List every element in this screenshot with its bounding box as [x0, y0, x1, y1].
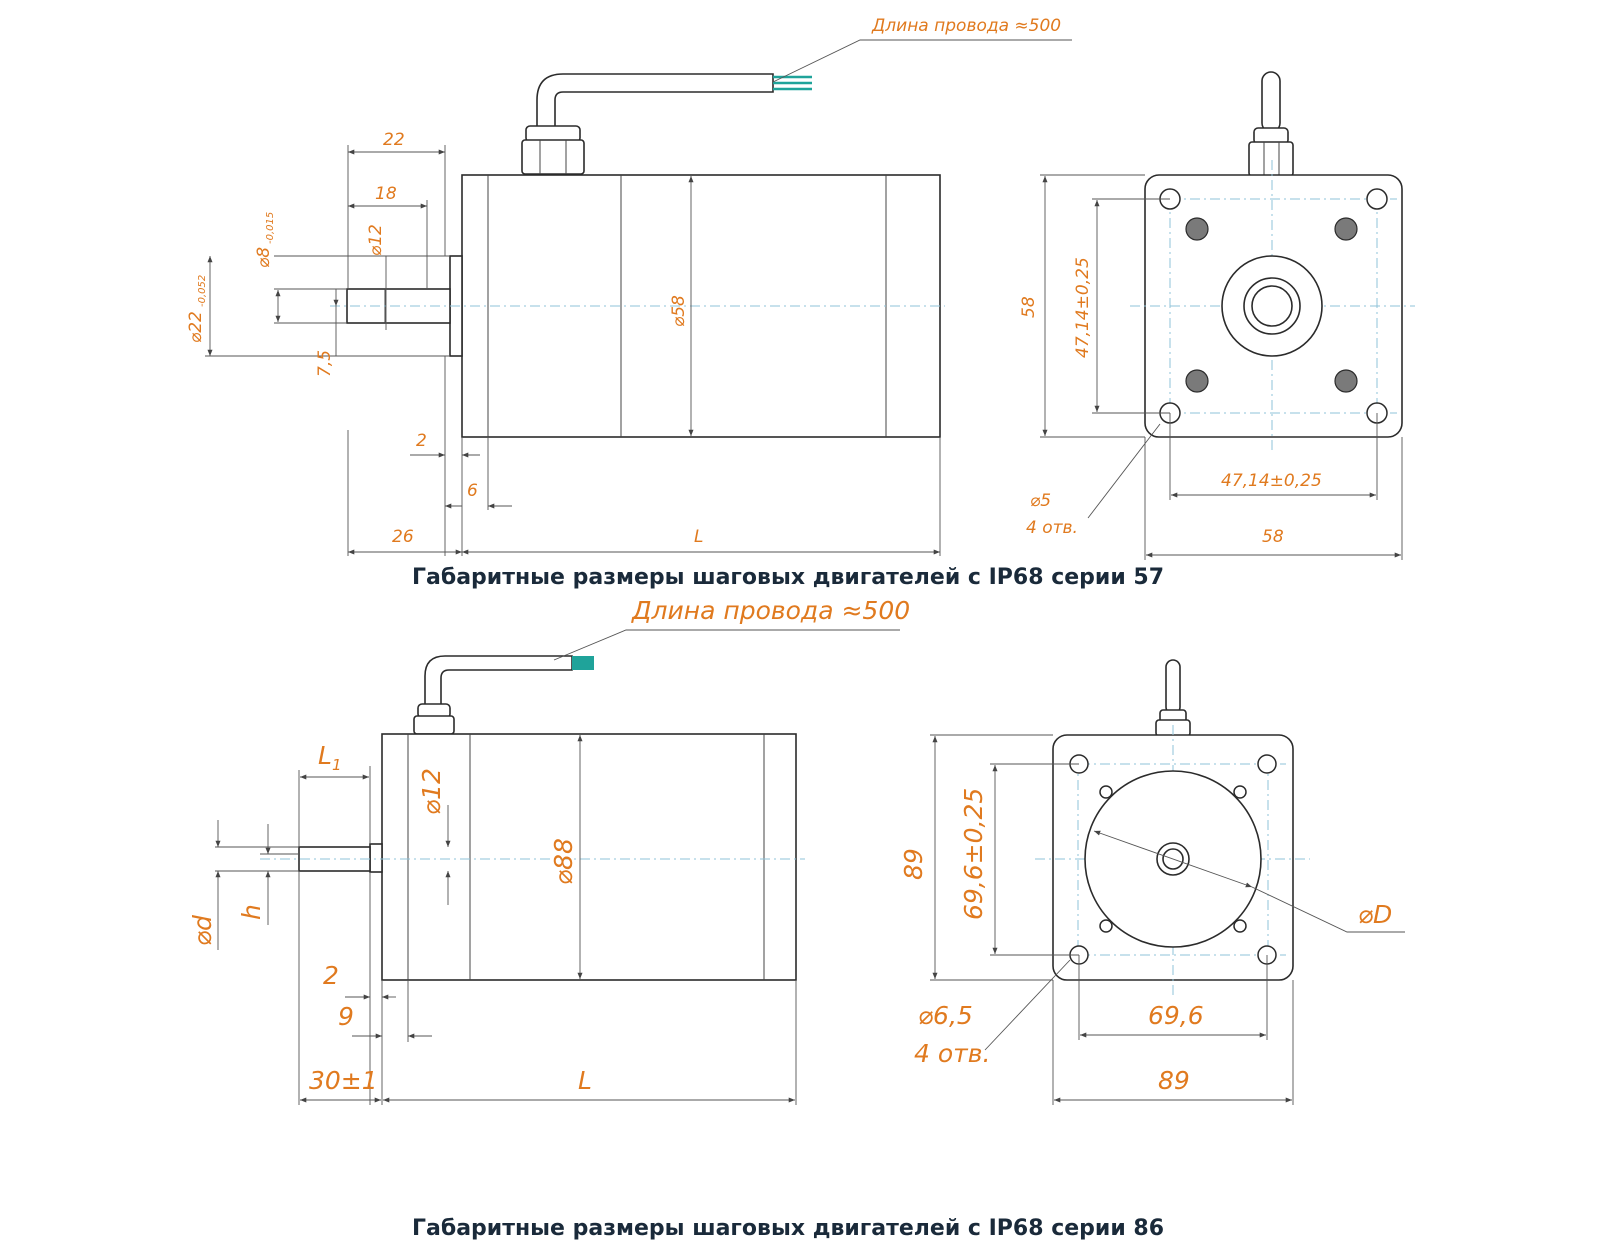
s57-dim-22: 22 [383, 130, 405, 150]
s86-dim-phi6-5: ⌀6,5 [918, 1001, 973, 1030]
s86-dim-L1: L1 [318, 741, 341, 774]
s57-holes-note: 4 отв. [1026, 518, 1078, 538]
s86-screw [1099, 919, 1113, 933]
s86-screw [1099, 785, 1113, 799]
s86-dim-89-side: 89 [899, 848, 928, 880]
s57-dim-phi8: ⌀8 [254, 247, 274, 268]
s86-dim-L: L [578, 1066, 592, 1095]
s86-dim-phi12: ⌀12 [417, 768, 446, 815]
s86-wire-length-label: Длина провода ≈500 [631, 596, 910, 625]
s57-mount-hole [1366, 188, 1388, 210]
series86-front-view [930, 659, 1405, 1105]
s57-wire-stub [1261, 71, 1281, 133]
s86-flange-boss [369, 843, 383, 873]
s57-dim-phi22-tol: -0,052 [197, 275, 208, 307]
s57-dim-phi12: ⌀12 [366, 224, 386, 256]
s86-dim-h: h [237, 904, 266, 920]
s57-screw-boss [1334, 217, 1358, 241]
s86-dim-phi-d: ⌀d [188, 915, 217, 946]
s86-dim-2: 2 [323, 961, 339, 990]
s57-dim-26: 26 [392, 527, 414, 547]
cable-gland-nut [521, 139, 585, 175]
s86-motor-body [381, 733, 797, 981]
s57-dim-phi58: ⌀58 [669, 295, 689, 327]
s86-wire-cable [424, 655, 573, 707]
s86-screw [1233, 785, 1247, 799]
series57-side-view [205, 39, 1072, 556]
s86-dim-phiD: ⌀D [1358, 900, 1392, 929]
caption-series-57: Габаритные размеры шаговых двигателей с … [412, 565, 1164, 590]
s57-screw-boss [1185, 369, 1209, 393]
s86-dim-30: 30±1 [309, 1066, 378, 1095]
s57-screw-boss [1334, 369, 1358, 393]
s86-wire-tip [572, 656, 594, 670]
s57-dim-L: L [694, 527, 703, 547]
s86-mount-hole [1257, 754, 1277, 774]
caption-series-86: Габаритные размеры шаговых двигателей с … [412, 1216, 1164, 1241]
s86-dim-89-bottom: 89 [1158, 1066, 1190, 1095]
s86-wire-stub [1165, 659, 1181, 715]
s57-dim-18: 18 [375, 184, 397, 204]
s57-shaft-end [1251, 285, 1293, 327]
s57-dim-58-bottom: 58 [1262, 527, 1284, 547]
s86-holes-note: 4 отв. [914, 1039, 990, 1068]
wire-tip [773, 75, 812, 91]
wire-cable [536, 73, 774, 129]
s86-screw [1233, 919, 1247, 933]
s57-dim-47-horizontal: 47,14±0,25 [1221, 471, 1322, 491]
s57-dim-47-vertical: 47,14±0,25 [1073, 257, 1093, 358]
s57-dim-2: 2 [416, 431, 427, 451]
series57-front-view [1040, 71, 1415, 560]
s57-dim-phi5: ⌀5 [1030, 491, 1051, 511]
s57-dim-phi8-tol: -0,015 [265, 212, 276, 244]
s57-wire-length-label: Длина провода ≈500 [871, 16, 1061, 36]
s57-dim-phi22: ⌀22 [186, 311, 206, 343]
s86-dim-phi88: ⌀88 [549, 838, 578, 885]
s57-dim-58-side: 58 [1019, 296, 1039, 318]
s57-dim-7-5: 7,5 [315, 350, 335, 377]
series86-side-view [215, 629, 900, 1105]
s86-dim-69-horizontal: 69,6 [1148, 1001, 1204, 1030]
s57-dim-6: 6 [467, 481, 478, 501]
s86-dim-69-vertical: 69,6±0,25 [959, 788, 988, 920]
s57-screw-boss [1185, 217, 1209, 241]
s86-dim-9: 9 [338, 1002, 354, 1031]
